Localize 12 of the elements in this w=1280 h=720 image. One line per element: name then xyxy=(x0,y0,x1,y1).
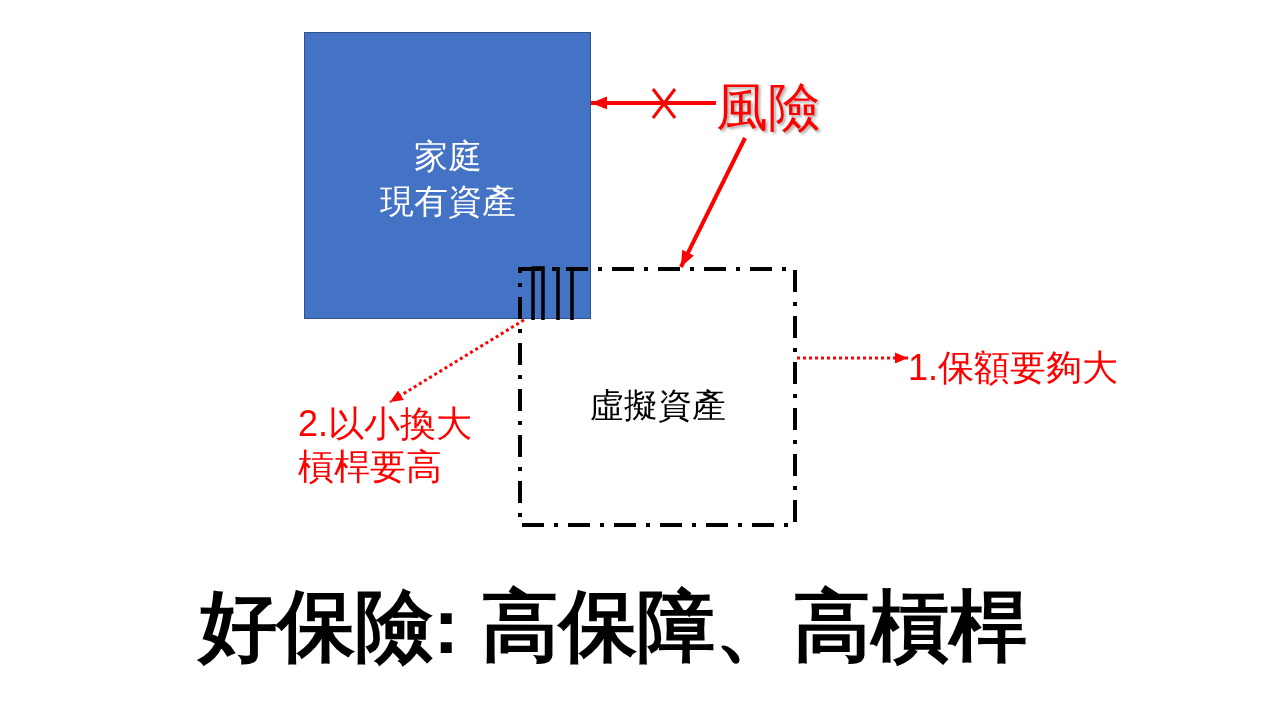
box-text: 虛擬資產 xyxy=(589,385,726,426)
text-label: 1.保額要夠大 xyxy=(908,346,1130,389)
filled-box xyxy=(304,32,591,319)
text-label: 2.以小換大槓桿要高 xyxy=(298,402,488,488)
arrow xyxy=(591,96,716,110)
text-label: 風險 xyxy=(716,76,832,138)
arrow xyxy=(797,352,908,364)
arrow xyxy=(679,137,747,268)
box-text: 家庭 xyxy=(413,135,482,177)
arrow xyxy=(389,318,525,404)
box-text: 現有資產 xyxy=(379,180,516,222)
title: 好保險: 高保障、高槓桿 xyxy=(196,581,1028,672)
